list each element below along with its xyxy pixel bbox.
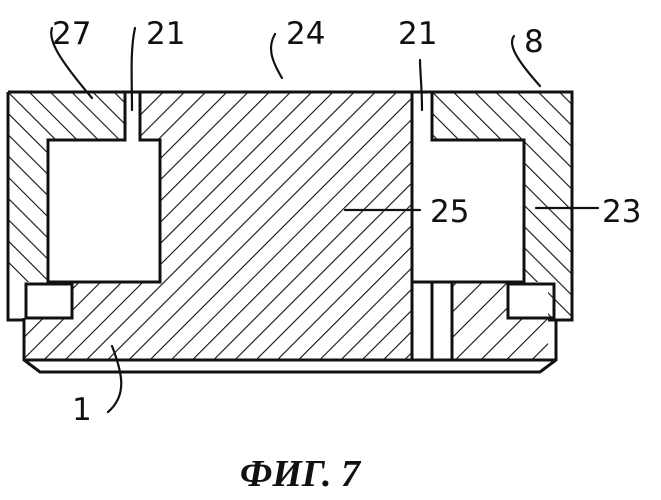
ref-label-1: 1 [72, 392, 92, 428]
ref-label-24: 24 [286, 16, 325, 52]
leader-24 [271, 34, 282, 78]
ref-label-21-left: 21 [146, 16, 185, 52]
ref-label-23: 23 [602, 194, 641, 230]
figure-caption: ФИГ. 7 [240, 453, 362, 495]
leader-21-right [420, 60, 422, 110]
ref-label-8: 8 [524, 24, 544, 60]
leader-21-left [132, 28, 135, 110]
ref-label-27: 27 [52, 16, 91, 52]
ref-label-25: 25 [430, 194, 469, 230]
lower-right-block [452, 282, 548, 360]
ref-label-21-right: 21 [398, 16, 437, 52]
